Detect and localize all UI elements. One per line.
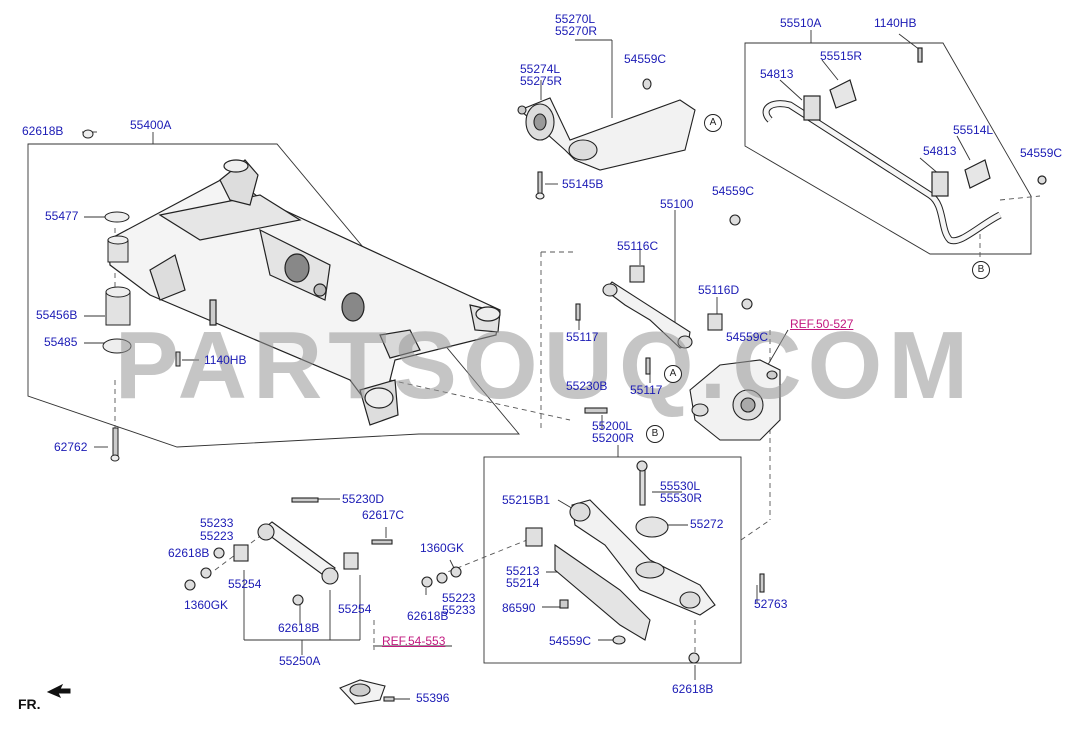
part-number-55477[interactable]: 55477 — [45, 209, 79, 223]
part-number-55515r[interactable]: 55515R — [820, 49, 863, 63]
part-number-55200r[interactable]: 55200R — [592, 431, 635, 445]
part-number-62618b-right[interactable]: 62618B — [407, 609, 449, 623]
part-number-55117-b[interactable]: 55117 — [630, 383, 663, 397]
part-number-1360gk-left[interactable]: 1360GK — [184, 598, 229, 612]
part-number-62618b-mid[interactable]: 62618B — [278, 621, 320, 635]
stabilizer-box — [744, 42, 1032, 255]
part-number-54813-b[interactable]: 54813 — [923, 144, 957, 158]
part-number-55145b[interactable]: 55145B — [562, 177, 604, 191]
part-number-62618b-left[interactable]: 62618B — [168, 546, 210, 560]
part-number-55116c[interactable]: 55116C — [617, 239, 659, 253]
part-number-54559c-mid[interactable]: 54559C — [712, 184, 755, 198]
part-number-55213[interactable]: 55213 — [506, 564, 540, 578]
part-number-55214[interactable]: 55214 — [506, 576, 540, 590]
part-number-55100[interactable]: 55100 — [660, 197, 694, 211]
part-number-55200l[interactable]: 55200L — [592, 419, 633, 433]
part-1140HB-bolt — [175, 351, 181, 367]
part-number-55116d[interactable]: 55116D — [698, 283, 740, 297]
subframe-part — [107, 159, 501, 426]
part-55485-mount — [102, 338, 132, 354]
part-number-55396[interactable]: 55396 — [416, 691, 450, 705]
part-number-1360gk-right[interactable]: 1360GK — [420, 541, 465, 555]
part-number-55400a[interactable]: 55400A — [130, 118, 172, 132]
part-number-55510a[interactable]: 55510A — [780, 16, 822, 30]
callout-a-upper: A — [664, 365, 682, 383]
part-number-62762[interactable]: 62762 — [54, 440, 88, 454]
lower-arm-box — [483, 456, 742, 664]
front-indicator: FR. — [18, 696, 41, 712]
part-number-55485[interactable]: 55485 — [44, 335, 78, 349]
part-number-86590[interactable]: 86590 — [502, 601, 536, 615]
part-number-55223-left[interactable]: 55223 — [200, 529, 234, 543]
part-number-55254-b[interactable]: 55254 — [338, 602, 372, 616]
part-number-ref54-553[interactable]: REF.54-553 — [382, 634, 446, 648]
part-number-55230b[interactable]: 55230B — [566, 379, 608, 393]
part-number-52763[interactable]: 52763 — [754, 597, 788, 611]
part-number-55254-a[interactable]: 55254 — [228, 577, 262, 591]
part-number-62618b-bottom[interactable]: 62618B — [672, 682, 714, 696]
upper-arm-part — [575, 214, 753, 375]
subframe-box — [27, 143, 520, 448]
part-number-1140hb-right[interactable]: 1140HB — [874, 16, 917, 30]
part-number-54559c-top[interactable]: 54559C — [624, 52, 667, 66]
part-number-55233-left[interactable]: 55233 — [200, 516, 234, 530]
part-number-54559c-arm[interactable]: 54559C — [726, 330, 769, 344]
callout-a-trailing: A — [704, 114, 722, 132]
part-number-55230d[interactable]: 55230D — [342, 492, 385, 506]
part-number-55250a[interactable]: 55250A — [279, 654, 321, 668]
stabilizer-bar-part — [762, 47, 1047, 245]
part-number-55270l[interactable]: 55270L — [555, 12, 596, 26]
part-number-1140hb-left[interactable]: 1140HB — [204, 353, 247, 367]
part-number-55456b[interactable]: 55456B — [36, 308, 78, 322]
callout-b-stabilizer: B — [972, 261, 990, 279]
part-62762-bolt — [112, 427, 119, 459]
lower-arm-part — [525, 407, 765, 664]
part-number-55270r[interactable]: 55270R — [555, 24, 598, 38]
ref-mount-part — [339, 679, 395, 705]
trailing-arm-part — [517, 78, 696, 200]
part-number-55233-right[interactable]: 55233 — [442, 603, 476, 617]
part-number-ref50-527[interactable]: REF.50-527 — [790, 317, 854, 331]
part-number-55274l[interactable]: 55274L — [520, 62, 561, 76]
part-number-54813-a[interactable]: 54813 — [760, 67, 794, 81]
part-number-62618b-top[interactable]: 62618B — [22, 124, 64, 138]
knuckle-part — [689, 359, 781, 441]
part-number-62617c[interactable]: 62617C — [362, 508, 405, 522]
part-number-55514l[interactable]: 55514L — [953, 123, 994, 137]
control-arm-part — [184, 497, 462, 606]
part-number-54559c-low[interactable]: 54559C — [549, 634, 592, 648]
part-62618B-nut — [82, 129, 94, 139]
part-number-55530r[interactable]: 55530R — [660, 491, 703, 505]
part-number-55215b1[interactable]: 55215B1 — [502, 493, 551, 507]
part-number-55223-right[interactable]: 55223 — [442, 591, 476, 605]
callout-b-lower: B — [646, 425, 664, 443]
front-arrow-icon — [46, 683, 71, 698]
part-number-54559c-right[interactable]: 54559C — [1020, 146, 1063, 160]
part-55477-washer — [104, 211, 130, 223]
part-number-55272[interactable]: 55272 — [690, 517, 724, 531]
part-number-55117-a[interactable]: 55117 — [566, 330, 599, 344]
part-number-55530l[interactable]: 55530L — [660, 479, 701, 493]
part-number-55275r[interactable]: 55275R — [520, 74, 563, 88]
